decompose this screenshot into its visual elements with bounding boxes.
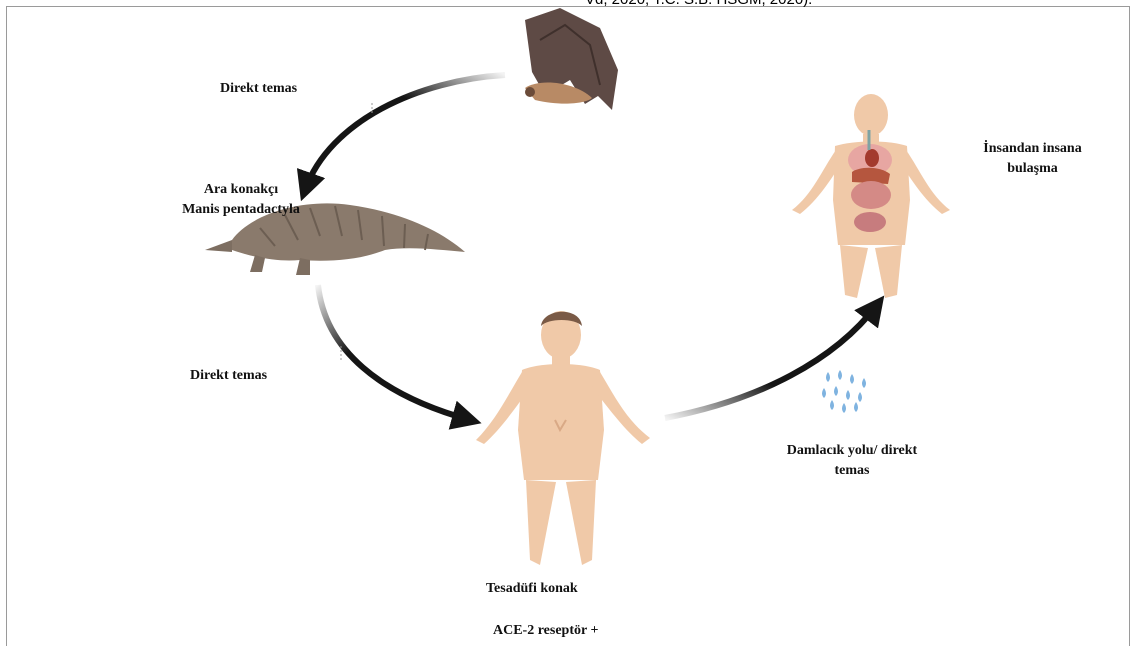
arrow-bat-to-pangolin [305, 75, 505, 190]
label-ace2-receptor: ACE-2 reseptör + [493, 621, 598, 641]
label-human-to-human-line2: bulaşma [960, 159, 1105, 179]
arrow-human-to-human [665, 305, 877, 418]
label-intermediate-host-line1: Ara konakçı [165, 180, 317, 200]
label-intermediate-host: Ara konakçı Manis pentadactyla [165, 180, 317, 220]
anatomy-human-icon [792, 94, 950, 298]
label-incidental-host: Tesadüfi konak [486, 579, 578, 599]
label-human-to-human: İnsandan insana bulaşma [960, 139, 1105, 179]
label-droplet-route: Damlacık yolu/ direkt temas [757, 441, 947, 481]
label-direct-contact-1: Direkt temas [220, 79, 297, 99]
droplets-icon [822, 370, 866, 413]
label-human-to-human-line1: İnsandan insana [960, 139, 1105, 159]
incidental-host-human-icon [476, 311, 650, 565]
arrow-pangolin-to-human [318, 285, 470, 420]
label-direct-contact-2: Direkt temas [190, 366, 267, 386]
label-droplet-line2: temas [757, 461, 947, 481]
label-droplet-line1: Damlacık yolu/ direkt [757, 441, 947, 461]
label-intermediate-host-line2: Manis pentadactyla [165, 200, 317, 220]
bat-icon [525, 8, 618, 110]
